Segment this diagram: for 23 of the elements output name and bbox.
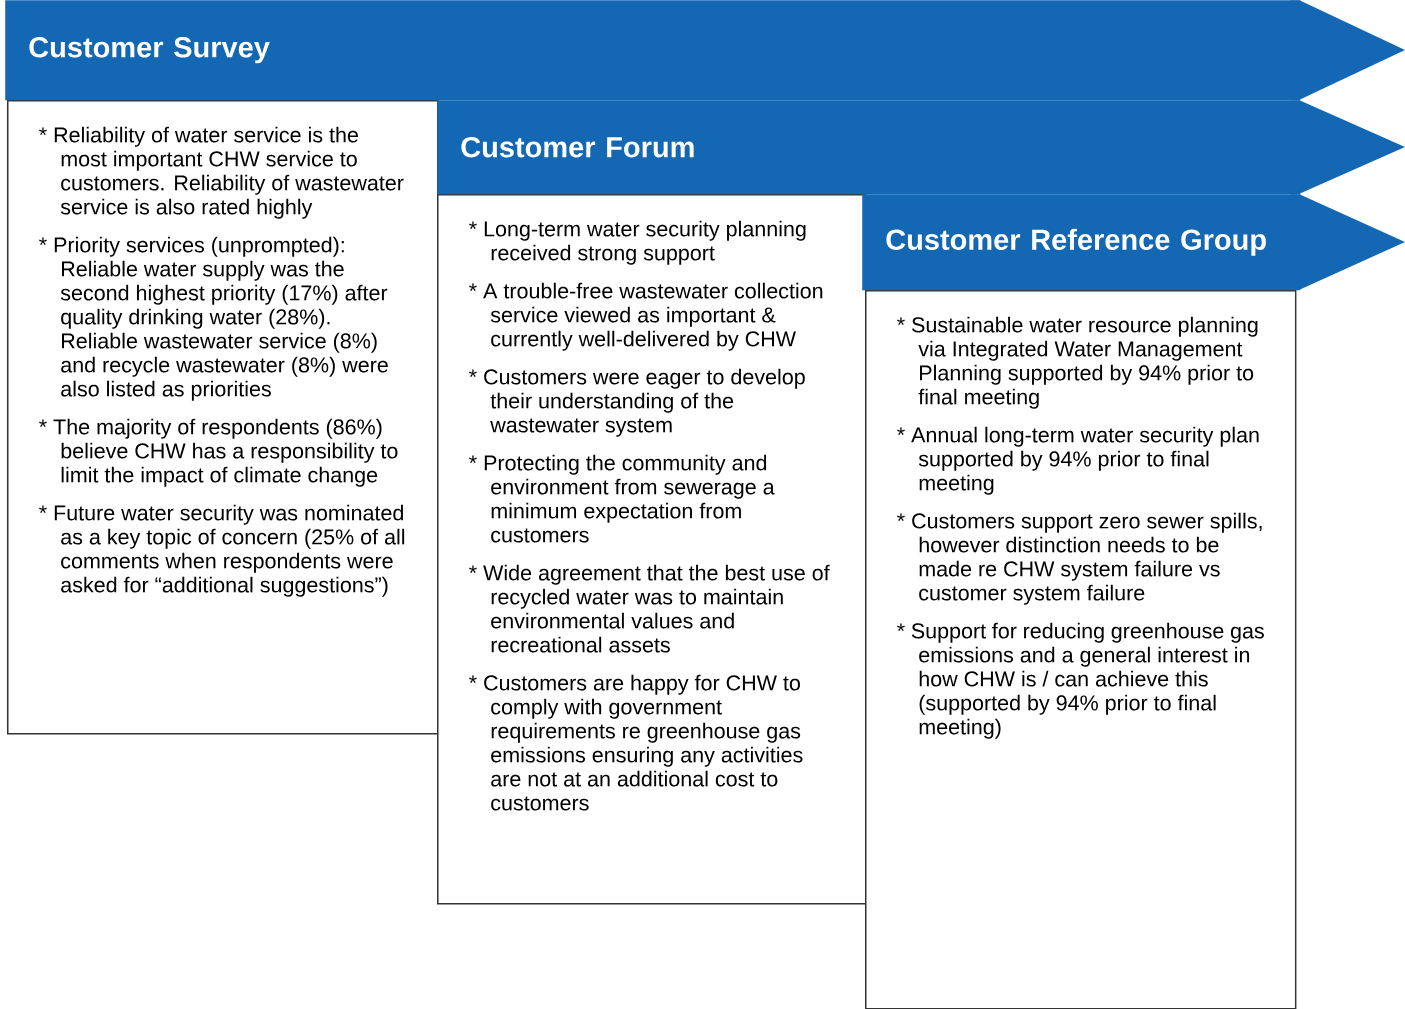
bullet-text: * Future water security was nominated as a key topic of concern (25% of all comments when respondents were asked for “additional suggestions”) — [39, 504, 405, 597]
bullet-text: * Customers were eager to develop their understanding of the wastewater system — [469, 368, 805, 437]
arrow-banner — [5, 0, 1405, 101]
text-box — [865, 290, 1297, 1009]
bullet-text: * A trouble-free wastewater collection service viewed as important & currently well-delivered by CHW — [469, 282, 823, 351]
bullet-text: * Customers support zero sewer spills, however distinction needs to be made re CHW system failure vs customer system failure — [897, 512, 1262, 605]
bullet-text: * Protecting the community and environment from sewerage a minimum expectation from customers — [469, 454, 775, 543]
bullet-text: * Sustainable water resource planning via Integrated Water Management Planning supported by 94% prior to final meeting — [897, 316, 1258, 409]
bullet-text: * The majority of respondents (86%) believe CHW has a responsibility to limit the impact of climate change — [39, 418, 398, 487]
text-box — [7, 100, 439, 735]
text-box — [437, 194, 867, 905]
bullet-text: * Long-term water security planning received strong support — [469, 220, 806, 265]
bullet-text: * Wide agreement that the best use of recycled water was to maintain environmental values and recreational assets — [469, 564, 830, 653]
bullet-text: * Priority services (unprompted): Reliable water supply was the second highest priority (17%) after quality drinking water (28%). Reliable wastewater service (8%) and recycle wastewater (8%) were also listed as priorities — [39, 236, 388, 401]
banner-heading: Customer Forum — [461, 136, 694, 158]
bullet-text: * Support for reducing greenhouse gas emissions and a general interest in how CHW is / can achieve this (supported by 94% prior to final meeting) — [897, 622, 1264, 739]
bullet-text: * Annual long-term water security plan supported by 94% prior to final meeting — [897, 426, 1259, 495]
banner-heading: Customer Survey — [29, 37, 270, 64]
bullet-text: * Customers are happy for CHW to comply with government requirements re greenhouse gas emissions ensuring any activities are not at an additional cost to customers — [469, 674, 803, 811]
bullet-text: * Reliability of water service is the most important CHW service to customers. Reliability of wastewater service is also rated highly — [39, 126, 404, 219]
banner-heading: Customer Reference Group — [886, 228, 1266, 256]
arrow-banner — [437, 100, 1405, 195]
arrow-banner — [862, 194, 1405, 291]
